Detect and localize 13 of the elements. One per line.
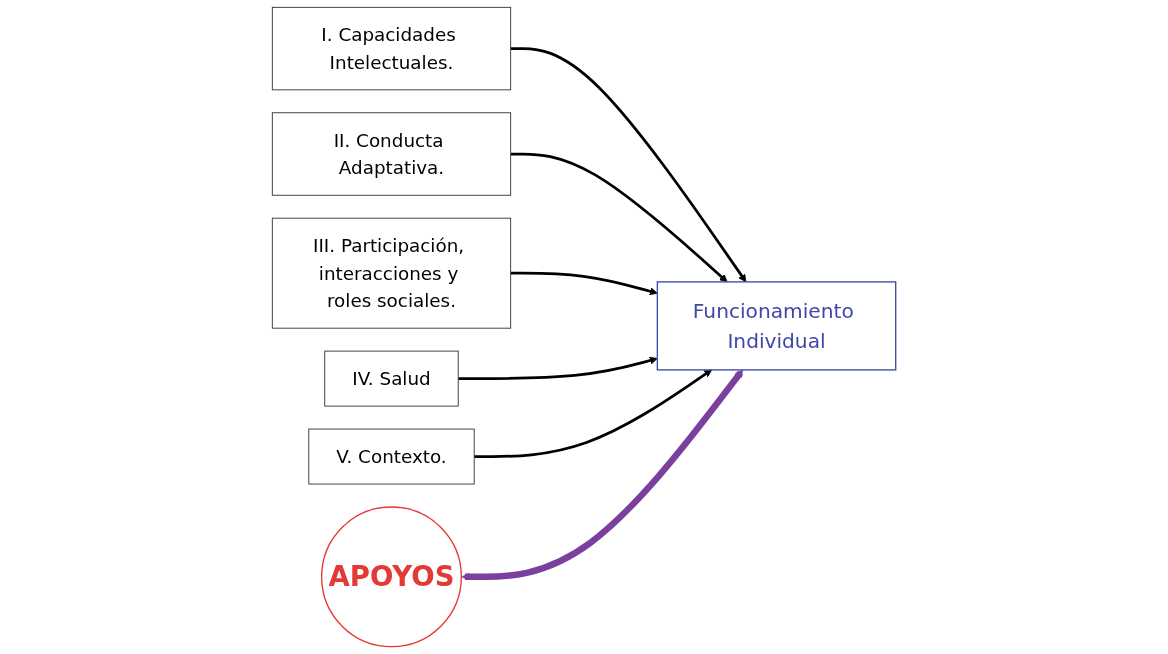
node-box: IV. Salud [324, 350, 459, 407]
arrow [510, 152, 728, 283]
node-box: II. Conducta Adaptativa. [271, 112, 512, 196]
arrow [458, 356, 658, 380]
arrow [510, 271, 658, 296]
arrow [461, 369, 744, 581]
arrow [474, 369, 713, 458]
node-box: V. Contexto. [308, 428, 475, 485]
arrow [510, 47, 747, 283]
node-box: Funcionamiento Individual [656, 281, 897, 371]
node-box: I. Capacidades Intelectuales. [271, 6, 512, 91]
node-circle: APOYOS [320, 506, 463, 648]
node-box: III. Participación, interacciones y roles sociales. [271, 217, 512, 329]
